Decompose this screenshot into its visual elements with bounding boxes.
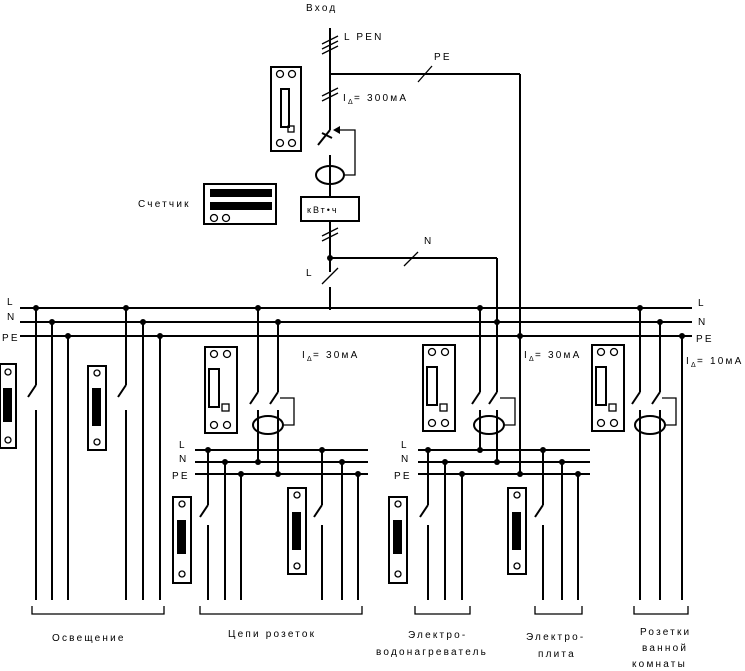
group-heater-line2: водонагреватель bbox=[376, 647, 488, 658]
sub1-pe: PE bbox=[172, 471, 190, 482]
group-bath-line3: комнаты bbox=[632, 659, 687, 670]
rcd-2-label: = 30мА bbox=[535, 350, 582, 361]
sub-bus-heater-stove bbox=[388, 447, 590, 600]
sub1-l: L bbox=[179, 440, 187, 451]
kwh-label: кВт•ч bbox=[307, 205, 339, 215]
idelta-main: IΔ bbox=[343, 93, 355, 106]
sub-bus-sockets bbox=[172, 447, 368, 600]
bus-right-n: N bbox=[698, 317, 707, 328]
idelta-1: IΔ bbox=[302, 350, 314, 363]
rcd-bathroom bbox=[591, 305, 685, 600]
bus-left-l: L bbox=[7, 297, 15, 308]
group-heater-line1: Электро- bbox=[408, 630, 467, 641]
bus-left-pe: PE bbox=[2, 333, 20, 344]
group-sockets: Цепи розеток bbox=[228, 629, 316, 640]
main-feed bbox=[315, 28, 521, 336]
sub2-pe: PE bbox=[394, 471, 412, 482]
rcd-3-label: = 10мА bbox=[697, 356, 744, 367]
bus-right-pe: PE bbox=[696, 334, 714, 345]
l-label: L bbox=[306, 268, 314, 279]
rcd-sockets bbox=[204, 305, 295, 474]
rcd-main-label: = 300мА bbox=[354, 93, 408, 104]
sub2-l: L bbox=[401, 440, 409, 451]
sub1-n: N bbox=[179, 454, 188, 465]
pe-top-label: PE bbox=[434, 52, 452, 63]
rcd-1-label: = 30мА bbox=[313, 350, 360, 361]
group-stove-line1: Электро- bbox=[526, 632, 585, 643]
main-rcd-device bbox=[270, 66, 302, 152]
lpen-label: L PEN bbox=[344, 32, 384, 43]
main-busbars bbox=[20, 307, 692, 337]
n-label: N bbox=[424, 236, 433, 247]
sub2-n: N bbox=[401, 454, 410, 465]
bus-left-n: N bbox=[7, 312, 16, 323]
group-lighting: Освещение bbox=[52, 633, 126, 644]
idelta-3: IΔ bbox=[686, 356, 698, 369]
bus-right-l: L bbox=[698, 298, 706, 309]
meter-device bbox=[203, 183, 277, 225]
rcd-heater-stove bbox=[422, 305, 523, 474]
group-bath-line1: Розетки bbox=[640, 627, 691, 638]
kwh-meter: кВт•ч bbox=[300, 196, 498, 322]
group-stove-line2: плита bbox=[538, 649, 576, 660]
meter-label: Счетчик bbox=[138, 199, 191, 210]
input-label: Вход bbox=[306, 3, 337, 14]
group-bath-line2: ванной bbox=[642, 643, 688, 654]
lighting-circuits bbox=[0, 305, 163, 600]
idelta-2: IΔ bbox=[524, 350, 536, 363]
group-brackets bbox=[31, 606, 689, 615]
